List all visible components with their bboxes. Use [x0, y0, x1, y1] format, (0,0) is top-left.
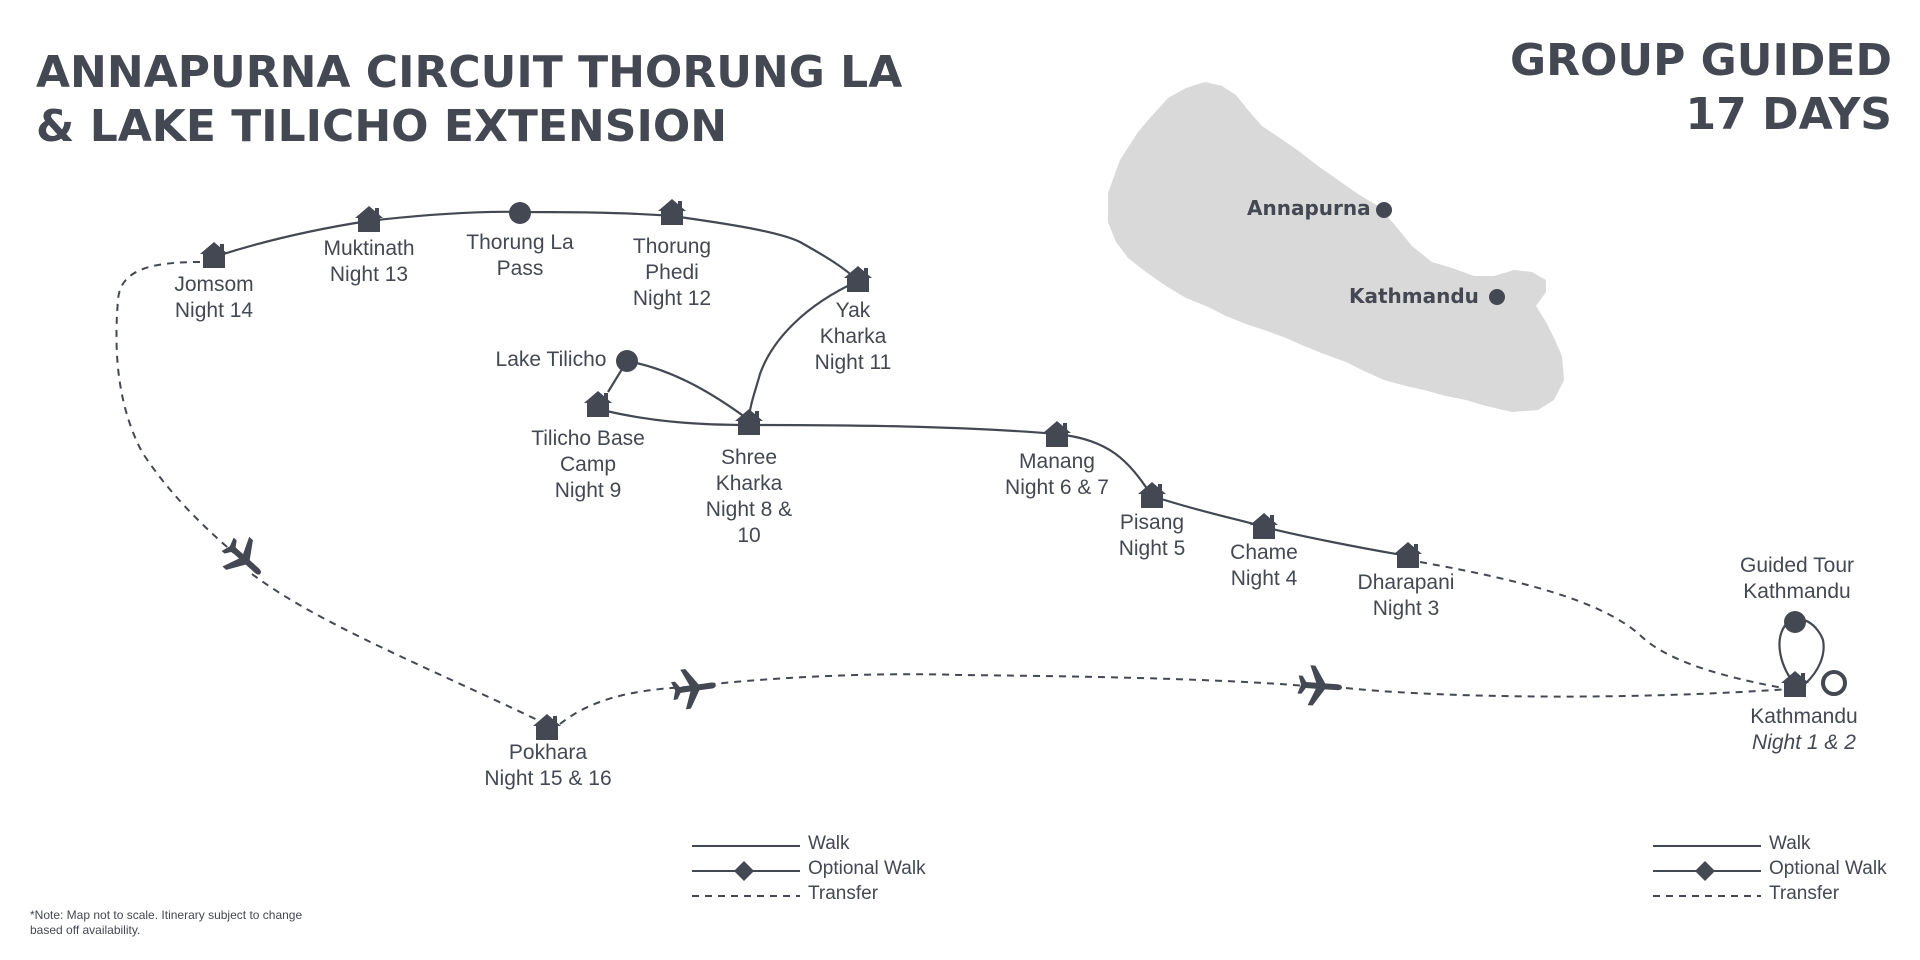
lake-tilicho-dot-marker — [616, 350, 638, 372]
nepal-outline — [1108, 82, 1564, 412]
thorung-la-label: Thorung La Pass — [466, 231, 574, 280]
annapurna-marker — [1376, 202, 1392, 218]
jomsom-label: Jomsom Night 14 — [174, 273, 254, 322]
plane-icon-jomsom-pokhara — [214, 529, 274, 589]
subtitle-line-2: 17 DAYS — [1685, 89, 1892, 140]
walk-line-swatch — [1653, 845, 1761, 847]
pokhara-label: Pokhara Night 15 & 16 — [484, 741, 612, 790]
kathmandu-inset-label: Kathmandu — [1349, 284, 1479, 308]
footnote: *Note: Map not to scale. Itinerary subje… — [30, 908, 303, 937]
shree-kharka-label: Shree Kharka Night 8 & 10 — [705, 446, 793, 547]
plane-icon-kathmandu-pokhara — [1296, 664, 1344, 708]
walk-line-swatch — [692, 845, 800, 847]
thorung-phedi-label: Thorung Phedi Night 12 — [632, 235, 712, 310]
manang-house-icon — [1043, 421, 1071, 447]
dharapani-house-icon — [1394, 542, 1422, 568]
diamond-icon — [1653, 861, 1761, 881]
guided-tour-label: Guided Tour Kathmandu — [1739, 554, 1855, 603]
chame-house-icon — [1250, 513, 1278, 539]
title-line-2: & LAKE TILICHO EXTENSION — [36, 101, 728, 152]
page-title: ANNAPURNA CIRCUIT THORUNG LA & LAKE TILI… — [36, 46, 902, 154]
pisang-label: Pisang Night 5 — [1118, 511, 1186, 560]
jomsom-house-icon — [200, 242, 228, 268]
kathmandu-label: Kathmandu Night 1 & 2 — [1750, 705, 1858, 754]
transfer-route — [115, 261, 1791, 727]
manang-label: Manang Night 6 & 7 — [1005, 450, 1109, 499]
title-line-1: ANNAPURNA CIRCUIT THORUNG LA — [36, 47, 903, 98]
kathmandu-ring-marker — [1821, 670, 1847, 696]
pokhara-house-icon — [533, 714, 561, 740]
transfer-line-swatch — [1653, 895, 1761, 897]
subtitle-line-1: GROUP GUIDED — [1509, 35, 1892, 86]
yak-kharka-label: Yak Kharka Night 11 — [814, 299, 892, 374]
lake-tilicho-label: Lake Tilicho — [495, 348, 607, 371]
tilicho-base-label: Tilicho Base Camp Night 9 — [531, 427, 645, 502]
thorung-la-dot-marker — [509, 202, 531, 224]
kathmandu-house-icon — [1781, 671, 1809, 697]
plane-icon-pokhara-kathmandu — [669, 665, 719, 711]
chame-label: Chame Night 4 — [1230, 541, 1298, 590]
dharapani-label: Dharapani Night 3 — [1357, 571, 1455, 620]
yak-kharka-house-icon — [844, 266, 872, 292]
pisang-house-icon — [1138, 482, 1166, 508]
trip-summary: GROUP GUIDED 17 DAYS — [1510, 34, 1892, 142]
walk-route — [213, 210, 1825, 685]
tilicho-base-house-icon — [584, 391, 612, 417]
annapurna-inset-label: Annapurna — [1247, 196, 1371, 220]
thorung-phedi-house-icon — [658, 199, 686, 225]
kathmandu-inset-marker — [1489, 289, 1505, 305]
muktinath-house-icon — [355, 206, 383, 232]
diamond-icon — [692, 861, 800, 881]
muktinath-label: Muktinath Night 13 — [323, 237, 415, 286]
guided-tour-dot-marker — [1784, 611, 1806, 633]
transfer-line-swatch — [692, 895, 800, 897]
